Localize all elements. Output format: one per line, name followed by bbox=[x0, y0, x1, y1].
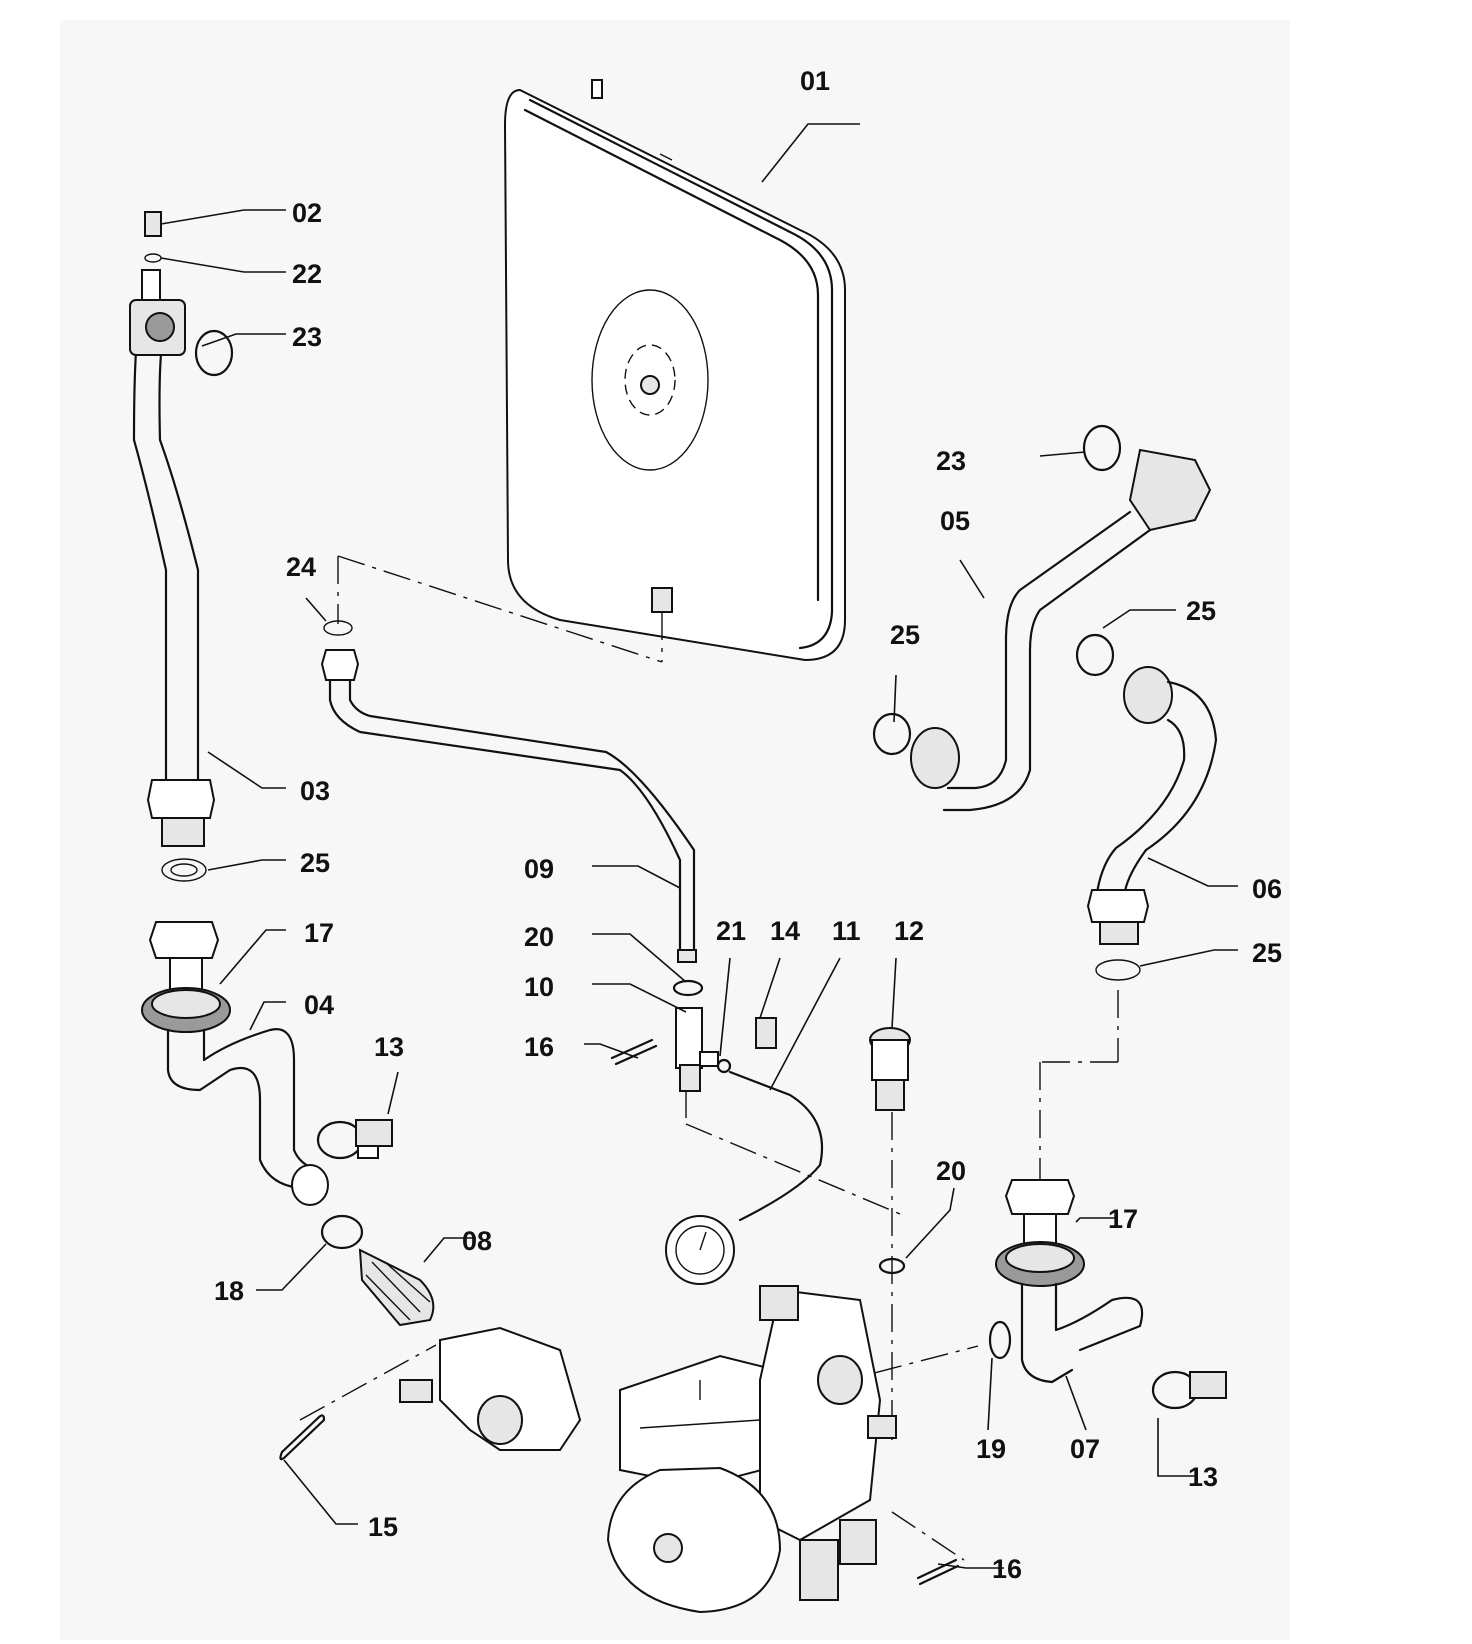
callout-19: 19 bbox=[976, 1434, 1006, 1464]
callout-25-top-right: 25 bbox=[1186, 596, 1216, 626]
callout-03: 03 bbox=[300, 776, 330, 806]
callout-08: 08 bbox=[462, 1226, 492, 1256]
callout-07: 07 bbox=[1070, 1434, 1100, 1464]
callout-15: 15 bbox=[368, 1512, 398, 1542]
pipe-06-part bbox=[1039, 666, 1218, 1180]
clip-13-left-part bbox=[316, 1119, 393, 1160]
callout-04: 04 bbox=[304, 990, 334, 1020]
callout-25-left: 25 bbox=[300, 848, 330, 878]
callout-02: 02 bbox=[292, 198, 322, 228]
pipe-09-part bbox=[320, 555, 697, 963]
callout-23-right: 23 bbox=[936, 446, 966, 476]
callout-12: 12 bbox=[894, 916, 924, 946]
callout-11: 11 bbox=[832, 916, 861, 946]
callout-18: 18 bbox=[214, 1276, 244, 1306]
elbow-07-part bbox=[827, 1179, 1227, 1410]
callout-22: 22 bbox=[292, 259, 322, 289]
callout-17-left: 17 bbox=[304, 918, 334, 948]
pump-assembly-part bbox=[606, 1285, 965, 1614]
callout-06: 06 bbox=[1252, 874, 1282, 904]
gauge-assembly-part bbox=[610, 979, 901, 1285]
callout-25-right: 25 bbox=[1252, 938, 1282, 968]
callout-13-left: 13 bbox=[374, 1032, 404, 1062]
callout-13-right: 13 bbox=[1188, 1462, 1218, 1492]
leader-lines bbox=[160, 123, 1238, 1569]
callout-05: 05 bbox=[940, 506, 970, 536]
callout-24: 24 bbox=[286, 552, 316, 582]
elbow-04-part bbox=[141, 921, 364, 1250]
callout-09: 09 bbox=[524, 854, 554, 884]
callout-25-mid: 25 bbox=[890, 620, 920, 650]
callout-23-left: 23 bbox=[292, 322, 322, 352]
callout-10: 10 bbox=[524, 972, 554, 1002]
callout-16-right: 16 bbox=[992, 1554, 1022, 1584]
callout-20-right: 20 bbox=[936, 1156, 966, 1186]
pipe-05-part bbox=[872, 424, 1212, 812]
pipe-03-part bbox=[129, 269, 234, 882]
callout-labels: 01 02 22 23 23 24 05 25 25 03 25 17 04 1… bbox=[214, 66, 1282, 1584]
valve-body-left-part bbox=[299, 1326, 582, 1451]
callout-01: 01 bbox=[800, 66, 830, 96]
pin-15-part bbox=[279, 1414, 326, 1461]
callout-14: 14 bbox=[770, 916, 800, 946]
expansion-vessel-part bbox=[503, 79, 846, 662]
callout-16-left: 16 bbox=[524, 1032, 554, 1062]
callout-20-left: 20 bbox=[524, 922, 554, 952]
filter-08-part bbox=[358, 1248, 435, 1327]
callout-21: 21 bbox=[716, 916, 746, 946]
fitting-12-part bbox=[869, 1027, 911, 1440]
callout-17-right: 17 bbox=[1108, 1204, 1138, 1234]
air-vent-part bbox=[144, 211, 162, 263]
